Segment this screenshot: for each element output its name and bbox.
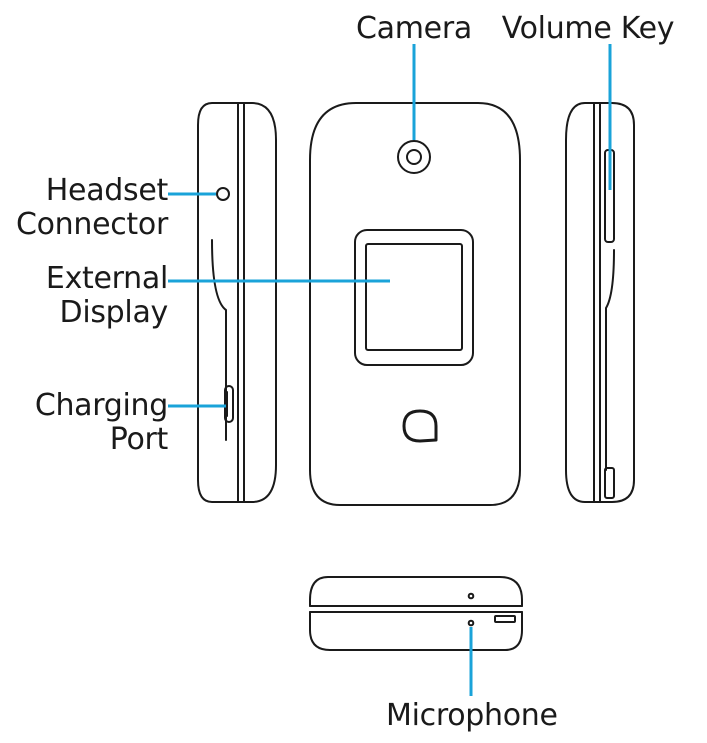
microphone-label: Microphone <box>386 698 558 733</box>
right-side-clip <box>604 467 615 499</box>
headset-connector-label: Headset Connector <box>15 173 168 242</box>
charging-port-slot <box>224 385 234 423</box>
camera-label: Camera <box>356 11 472 46</box>
camera-lens-outer <box>397 140 431 174</box>
bottom-top-half <box>309 576 523 607</box>
external-display-frame <box>354 229 474 366</box>
volume-key-label: Volume Key <box>501 11 675 46</box>
alcatel-a-logo-icon <box>402 409 438 443</box>
right-side-view <box>565 102 635 503</box>
headset-connector-port <box>216 187 230 201</box>
left-side-body-outline <box>197 102 239 503</box>
camera-lens-inner <box>406 149 422 165</box>
charging-port-label: Charging Port <box>34 388 168 457</box>
front-view <box>309 102 521 506</box>
front-body-outline <box>309 102 521 506</box>
external-display-label: External Display <box>45 261 168 330</box>
bottom-clip <box>494 615 516 623</box>
bottom-view <box>309 576 523 651</box>
bottom-bottom-half <box>309 611 523 651</box>
microphone-hole <box>467 619 475 627</box>
bottom-upper-hole <box>467 592 475 600</box>
right-side-body-outline <box>565 102 595 503</box>
external-display-screen <box>365 243 463 351</box>
left-side-view <box>197 102 277 503</box>
